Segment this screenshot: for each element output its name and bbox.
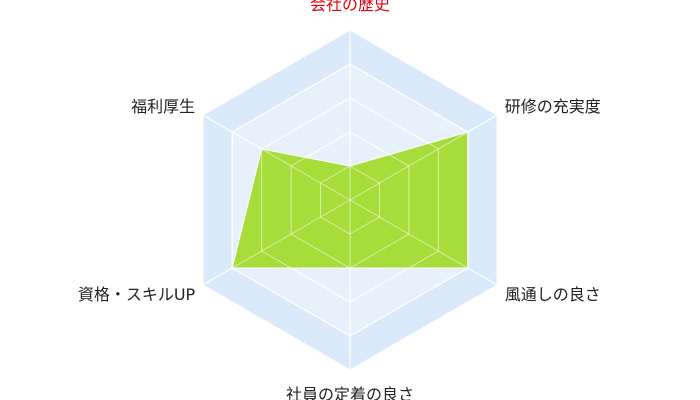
radar-spoke-overlay-6	[202, 114, 351, 201]
radar-spoke-overlay-5	[202, 199, 351, 286]
radar-spoke-overlay-3	[349, 199, 498, 286]
radar-axis-label-6: 福利厚生	[131, 97, 195, 116]
radar-axis-label-1: 会社の歴史	[310, 0, 390, 14]
radar-spoke-overlay-2	[349, 114, 498, 201]
radar-axis-label-4: 社員の定着の良さ	[286, 385, 414, 400]
radar-axis-label-3: 風通しの良さ	[505, 285, 601, 304]
radar-axis-label-2: 研修の充実度	[505, 97, 601, 116]
radar-axis-label-5: 資格・スキルUP	[78, 285, 196, 304]
